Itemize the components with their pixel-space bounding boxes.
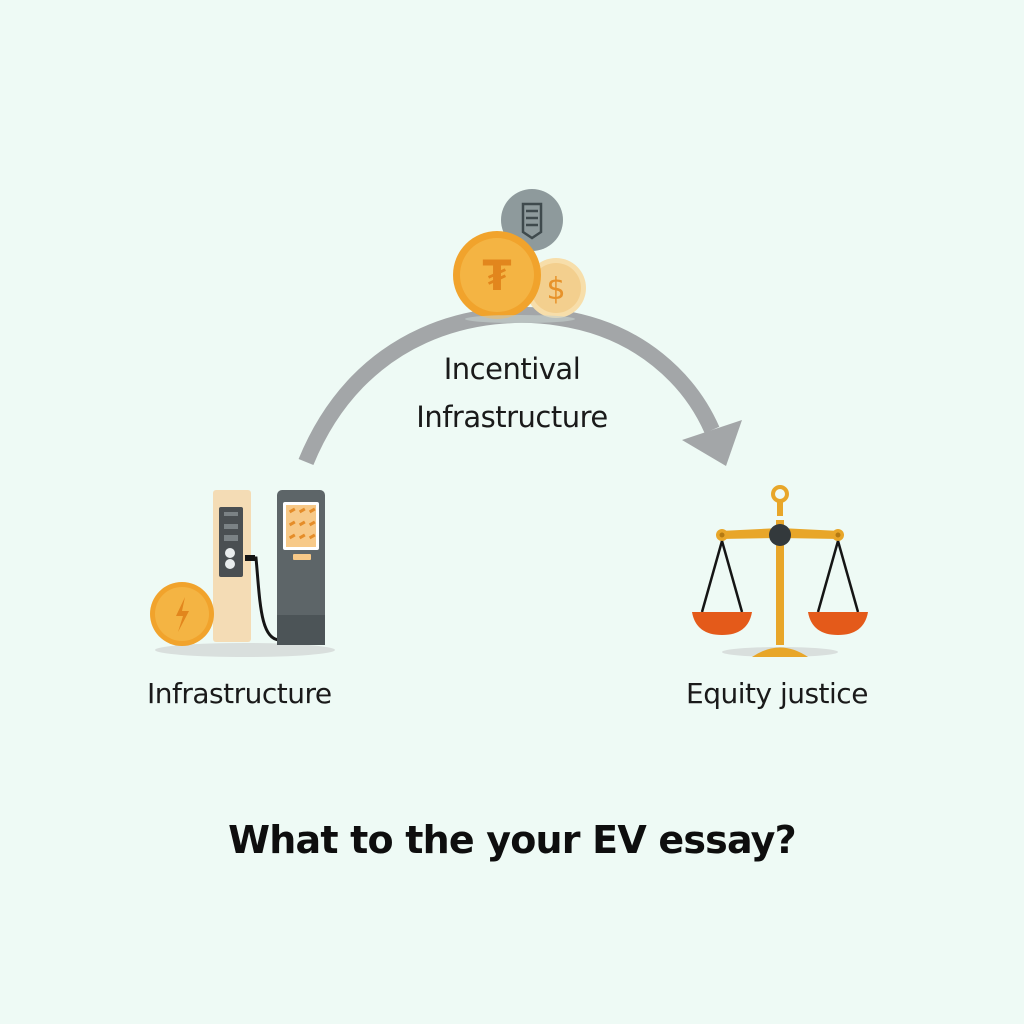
flow-label-line1: Incentival bbox=[443, 352, 581, 386]
ev-charging-station-icon bbox=[150, 490, 335, 657]
question-heading: What to the your EV essay? bbox=[228, 818, 797, 862]
currency-icon: ₮ bbox=[482, 251, 511, 300]
dollar-icon: $ bbox=[546, 272, 565, 307]
flow-label-line2: Infrastructure bbox=[416, 400, 608, 434]
lightning-icon bbox=[176, 597, 189, 632]
node-label-infrastructure: Infrastructure bbox=[147, 677, 332, 710]
node-label-equity: Equity justice bbox=[686, 677, 868, 710]
coins-stack-icon: $ ₮ bbox=[453, 189, 586, 323]
scales-of-justice-icon bbox=[692, 485, 868, 657]
gear-emblem-icon bbox=[521, 202, 543, 240]
